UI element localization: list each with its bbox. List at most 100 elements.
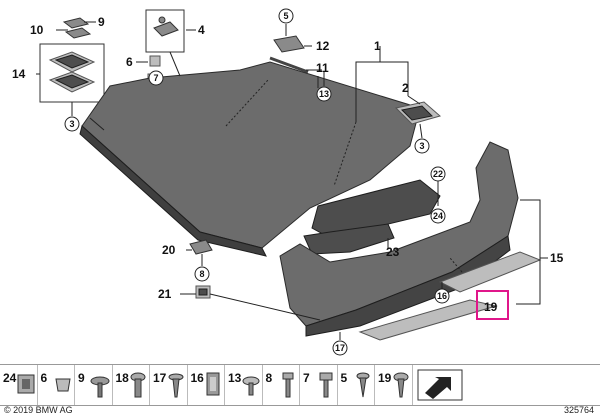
strip-cell-6[interactable]: 6 — [38, 365, 75, 405]
label-9: 9 — [98, 15, 105, 29]
bolt-icon — [282, 372, 294, 398]
label-14: 14 — [12, 67, 26, 81]
leader-1a — [355, 46, 381, 122]
strip-cell-13[interactable]: 13 — [225, 365, 263, 405]
strip-number: 9 — [78, 371, 85, 385]
label-12: 12 — [316, 39, 330, 53]
label-4: 4 — [198, 23, 205, 37]
callout-3b — [414, 138, 430, 154]
part-9-tile — [62, 17, 90, 29]
pan-screw-icon — [393, 372, 408, 398]
hex-bolt-icon — [319, 372, 332, 398]
callout-22-text: 22 — [433, 169, 443, 179]
part-12-bracket — [273, 35, 305, 53]
part-17-strip — [358, 299, 498, 341]
callout-7-text: 7 — [153, 73, 158, 83]
strip-cell-19[interactable]: 19 — [375, 365, 413, 405]
part-6-clip — [149, 55, 161, 67]
label-19: 19 — [484, 300, 498, 314]
part-floor-panel-edge — [79, 125, 267, 257]
strip-cell-arrow — [413, 365, 600, 405]
part-10-tile — [64, 27, 92, 39]
diagram-canvas: 9 10 14 4 6 12 11 1 2 23 15 20 21 19 3 5… — [12, 8, 564, 356]
tapping-screw-icon — [356, 372, 370, 398]
part-2-cover-inner — [400, 105, 434, 121]
leader-1c — [333, 121, 357, 187]
leader-16b — [449, 257, 463, 273]
leader-2 — [407, 95, 421, 105]
label-1: 1 — [374, 39, 381, 53]
label-10: 10 — [30, 23, 44, 37]
leader-15-bracket — [516, 199, 541, 305]
callout-17-text: 17 — [335, 343, 345, 353]
leader-3b — [419, 123, 423, 139]
callout-22 — [430, 166, 446, 182]
callout-8 — [194, 266, 210, 282]
leader-1b — [380, 61, 409, 96]
clamp-icon — [206, 372, 220, 396]
screw-icon — [130, 372, 146, 398]
leader-21b — [209, 293, 321, 321]
leader-4b — [169, 51, 181, 77]
expanding-rivet-icon — [168, 373, 183, 398]
callout-17 — [332, 340, 348, 356]
strip-number: 17 — [153, 371, 167, 385]
strip-number: 19 — [378, 371, 392, 385]
strip-cell-24[interactable]: 24 — [0, 365, 38, 405]
strip-cell-5[interactable]: 5 — [338, 365, 375, 405]
strip-cell-9[interactable]: 9 — [75, 365, 113, 405]
callout-24 — [430, 208, 446, 224]
callout-8-text: 8 — [199, 269, 204, 279]
label-23: 23 — [386, 245, 400, 259]
part-14-frame-bottom-inner — [54, 74, 90, 89]
strip-cell-18[interactable]: 18 — [113, 365, 150, 405]
callout-3b-text: 3 — [419, 141, 424, 151]
strip-cell-7[interactable]: 7 — [300, 365, 338, 405]
part-23-rail — [311, 179, 441, 239]
strip-number: 18 — [115, 371, 129, 385]
part-14-frame-top-inner — [54, 54, 90, 69]
strip-cell-8[interactable]: 8 — [263, 365, 300, 405]
strip-number: 5 — [340, 371, 348, 385]
callout-13 — [316, 86, 332, 102]
strip-number: 8 — [265, 371, 273, 385]
callout-16-text: 16 — [437, 291, 447, 301]
callout-5 — [278, 8, 294, 24]
callout-3a — [64, 116, 80, 132]
clip-icon — [17, 374, 34, 394]
label-11: 11 — [316, 61, 329, 75]
washer-screw-icon — [90, 376, 109, 398]
part-11-strut — [269, 56, 309, 74]
push-nut-icon — [242, 376, 259, 396]
callout-7 — [148, 70, 164, 86]
spring-nut-icon — [55, 378, 71, 392]
callout-13-text: 13 — [319, 89, 329, 99]
copyright-text: © 2019 BMW AG — [4, 405, 73, 415]
strip-cell-16[interactable]: 16 — [188, 365, 225, 405]
callout-5-text: 5 — [283, 11, 288, 21]
image-number: 325764 — [563, 405, 594, 415]
callout-16 — [434, 288, 450, 304]
callout-3a-text: 3 — [69, 119, 74, 129]
strip-number: 13 — [228, 371, 242, 385]
highlight-box-19 — [476, 290, 509, 320]
label-6: 6 — [126, 55, 133, 69]
label-21: 21 — [158, 287, 172, 301]
callout-24-text: 24 — [433, 211, 443, 221]
strip-cell-17[interactable]: 17 — [150, 365, 188, 405]
strip-number: 6 — [40, 371, 48, 385]
label-2: 2 — [402, 81, 409, 95]
part-4-plate — [153, 21, 179, 37]
arrow-icon — [417, 369, 462, 401]
label-20: 20 — [162, 243, 176, 257]
group-box-4 — [145, 9, 185, 53]
part-20-pad — [189, 239, 213, 255]
strip-number: 16 — [190, 371, 204, 385]
parts-strip: 24 6 9 18 17 16 13 8 7 5 19 — [0, 364, 600, 406]
part-21-clip-inner — [198, 288, 208, 296]
part-4-screw — [158, 16, 166, 24]
label-15: 15 — [550, 251, 564, 265]
strip-number: 7 — [303, 371, 310, 385]
leader-14b — [89, 117, 105, 131]
